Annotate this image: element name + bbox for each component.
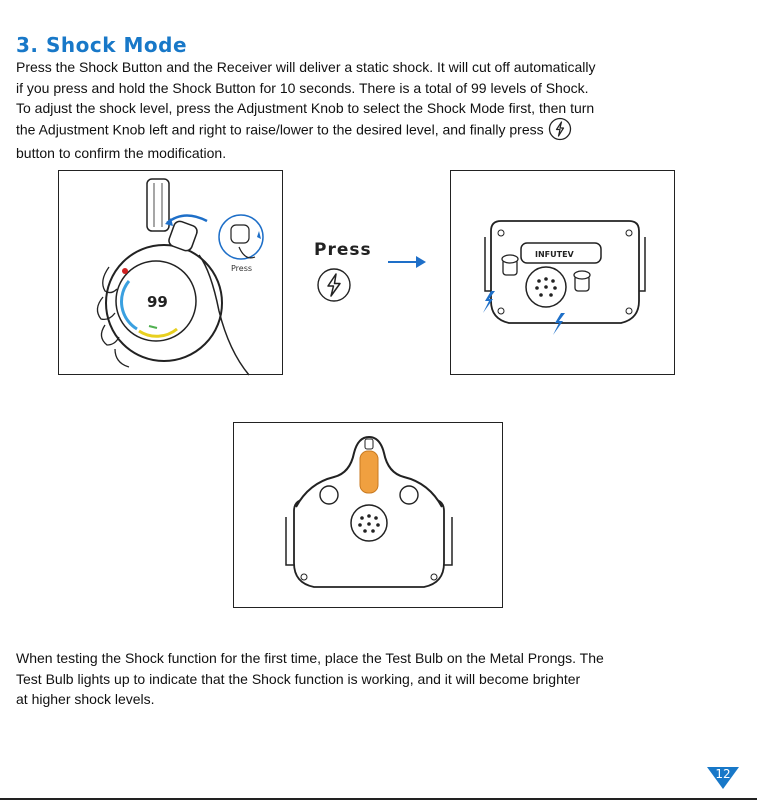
page-badge-icon (703, 763, 743, 796)
transmitter-figure: 99 Press (58, 170, 283, 376)
page-number: 12 (715, 767, 731, 781)
test-note-line: Test Bulb lights up to indicate that the… (16, 670, 581, 687)
display-value: 99 (147, 293, 168, 311)
intro-line: button to confirm the modification. (16, 144, 227, 161)
shock-spark-icon (483, 291, 495, 313)
test-bulb-figure (233, 422, 503, 608)
test-note-line: at higher shock levels. (16, 691, 155, 707)
intro-line: Press the Shock Button and the Receiver … (16, 59, 596, 75)
lightning-bolt-icon (316, 267, 352, 308)
test-bulb-illustration (285, 435, 453, 588)
test-note-line: When testing the Shock function for the … (16, 650, 604, 666)
section-title: 3. Shock Mode (16, 33, 188, 57)
press-label: Press (314, 240, 372, 260)
transmitter-illustration: 99 Press (96, 178, 264, 376)
intro-line: To adjust the shock level, press the Adj… (16, 100, 595, 116)
brand-label: INFUTEV (535, 250, 575, 259)
bottom-divider (0, 798, 757, 800)
press-caption: Press (231, 264, 252, 273)
shock-button-icon (548, 117, 572, 141)
intro-line: the Adjustment Knob left and right to ra… (16, 117, 736, 143)
test-note-paragraph: When testing the Shock function for the … (16, 648, 736, 710)
receiver-figure: INFUTEV (450, 170, 675, 375)
arrow-right-icon (388, 254, 428, 275)
intro-line: if you press and hold the Shock Button f… (16, 79, 589, 96)
intro-line-text: the Adjustment Knob left and right to ra… (16, 121, 544, 138)
receiver-illustration: INFUTEV (483, 220, 646, 335)
intro-paragraph: Press the Shock Button and the Receiver … (16, 57, 736, 163)
shock-spark-icon (553, 313, 565, 335)
